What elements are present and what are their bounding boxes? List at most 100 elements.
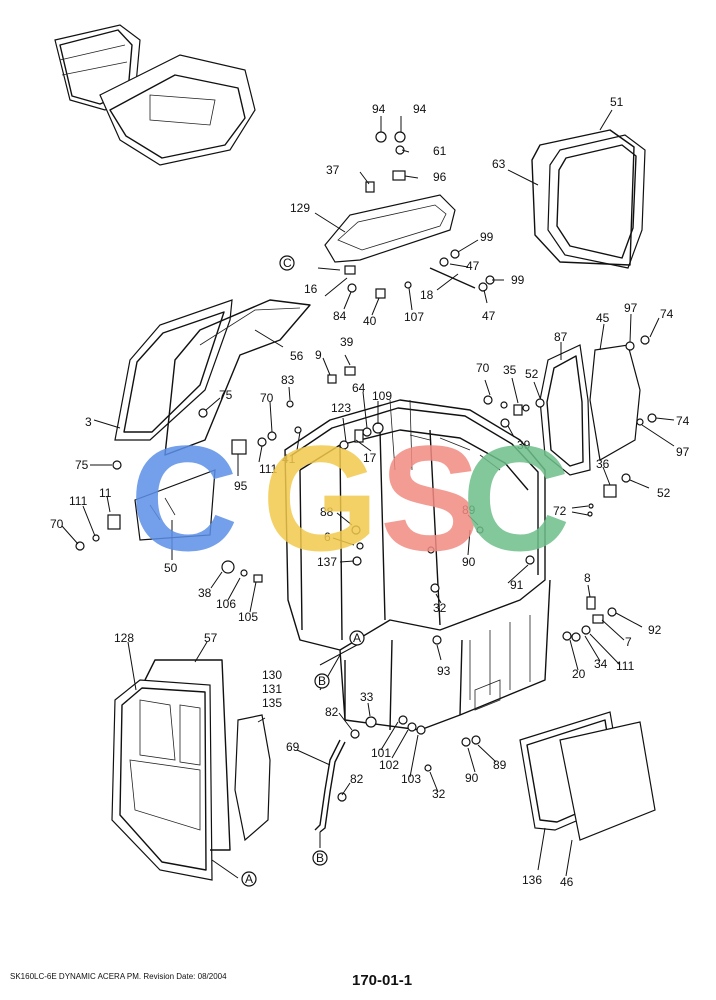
callout: 130: [262, 668, 282, 682]
callout: 111: [69, 494, 88, 508]
callout: 94: [413, 102, 427, 116]
cgsc-watermark: C G S C: [130, 414, 570, 582]
callout: 84: [333, 309, 347, 323]
callout: 52: [525, 367, 539, 381]
callout: 90: [462, 555, 476, 569]
watermark-letter-g: G: [262, 414, 379, 582]
callout: 95: [234, 479, 248, 493]
ref-marker-c: C: [283, 256, 292, 270]
reference-markers: C A B B A: [241, 255, 365, 887]
watermark-letter-c2: C: [462, 414, 570, 582]
callout: 97: [624, 301, 638, 315]
ref-circle-a-1: [349, 630, 365, 646]
roof-panel-129: [324, 194, 456, 263]
callout: 56: [290, 349, 304, 363]
ref-circle-b-2: [312, 850, 328, 866]
callout: 46: [560, 875, 574, 889]
callout: 99: [511, 273, 525, 287]
callout: 3: [85, 415, 92, 429]
callout: 111: [259, 462, 278, 476]
callout: 70: [260, 391, 274, 405]
handrail-69: [314, 739, 346, 833]
callout-labels: 94 94 61 96 37 129 99 47 18 99 47 16 84 …: [50, 95, 690, 889]
watermark-letter-s: S: [380, 414, 480, 582]
callout: 109: [372, 389, 392, 403]
cab-frame: [284, 399, 551, 731]
callout: 64: [352, 381, 366, 395]
callout: 47: [482, 309, 496, 323]
watermark-letter-c1: C: [130, 414, 238, 582]
callout: 111: [616, 659, 635, 673]
hardware-fasteners: [75, 131, 657, 802]
footer-revision-text: SK160LC-6E DYNAMIC ACERA PM. Revision Da…: [10, 972, 227, 981]
front-lower-glass-136: [519, 711, 656, 841]
callout: 70: [476, 361, 490, 375]
callout: 129: [290, 201, 310, 215]
seat-illustration: [54, 24, 256, 166]
ref-marker-b-2: B: [316, 851, 324, 865]
callout: 74: [660, 307, 674, 321]
callout: 82: [350, 772, 364, 786]
callout: 96: [433, 170, 447, 184]
callout: 57: [204, 631, 218, 645]
callout: 82: [325, 705, 339, 719]
callout: 87: [554, 330, 568, 344]
callout: 72: [553, 504, 567, 518]
callout: 69: [286, 740, 300, 754]
callout: 123: [331, 401, 351, 415]
callout: 107: [404, 310, 424, 324]
callout: 103: [401, 772, 421, 786]
callout: 90: [465, 771, 479, 785]
callout: 37: [326, 163, 340, 177]
callout: 89: [493, 758, 507, 772]
callout: 20: [572, 667, 586, 681]
side-window-3: [114, 299, 311, 456]
callout: 101: [371, 746, 391, 760]
callout: 47: [466, 259, 480, 273]
callout: 51: [610, 95, 624, 109]
callout: 102: [379, 758, 399, 772]
callout: 41: [282, 452, 296, 466]
small-glass-50: [134, 469, 216, 541]
callout: 136: [522, 873, 542, 887]
callout: 93: [437, 664, 451, 678]
page-number: 170-01-1: [352, 972, 413, 989]
callout: 106: [216, 597, 236, 611]
callout: 34: [594, 657, 608, 671]
callout: 17: [363, 451, 377, 465]
callout: 99: [480, 230, 494, 244]
leader-lines: [61, 109, 675, 879]
ref-marker-b-1: B: [318, 674, 326, 688]
callout: 88: [320, 505, 334, 519]
cab-door-128: [111, 659, 271, 881]
callout: 39: [517, 438, 531, 452]
callout: 33: [360, 690, 374, 704]
callout: 97: [676, 445, 690, 459]
callout: 128: [114, 631, 134, 645]
callout: 39: [340, 335, 354, 349]
ref-circle-c: [279, 255, 295, 271]
callout: 92: [648, 623, 662, 637]
callout: 7: [625, 635, 632, 649]
ref-circle-b-1: [314, 673, 330, 689]
callout: 32: [433, 601, 447, 615]
callout: 38: [198, 586, 212, 600]
ref-circle-a-2: [241, 871, 257, 887]
callout: 74: [676, 414, 690, 428]
callout: 40: [363, 314, 377, 328]
ref-marker-a-1: A: [353, 631, 361, 645]
callout: 83: [281, 373, 295, 387]
callout: 94: [372, 102, 386, 116]
callout: 52: [657, 486, 671, 500]
callout: 105: [238, 610, 258, 624]
callout: 89: [462, 503, 476, 517]
callout: 18: [420, 288, 434, 302]
callout: 11: [99, 486, 112, 500]
callout: 70: [50, 517, 64, 531]
callout: 50: [164, 561, 178, 575]
callout: 61: [433, 144, 447, 158]
ref-marker-a-2: A: [245, 872, 253, 886]
callout: 9: [315, 348, 322, 362]
callout: 75: [75, 458, 89, 472]
